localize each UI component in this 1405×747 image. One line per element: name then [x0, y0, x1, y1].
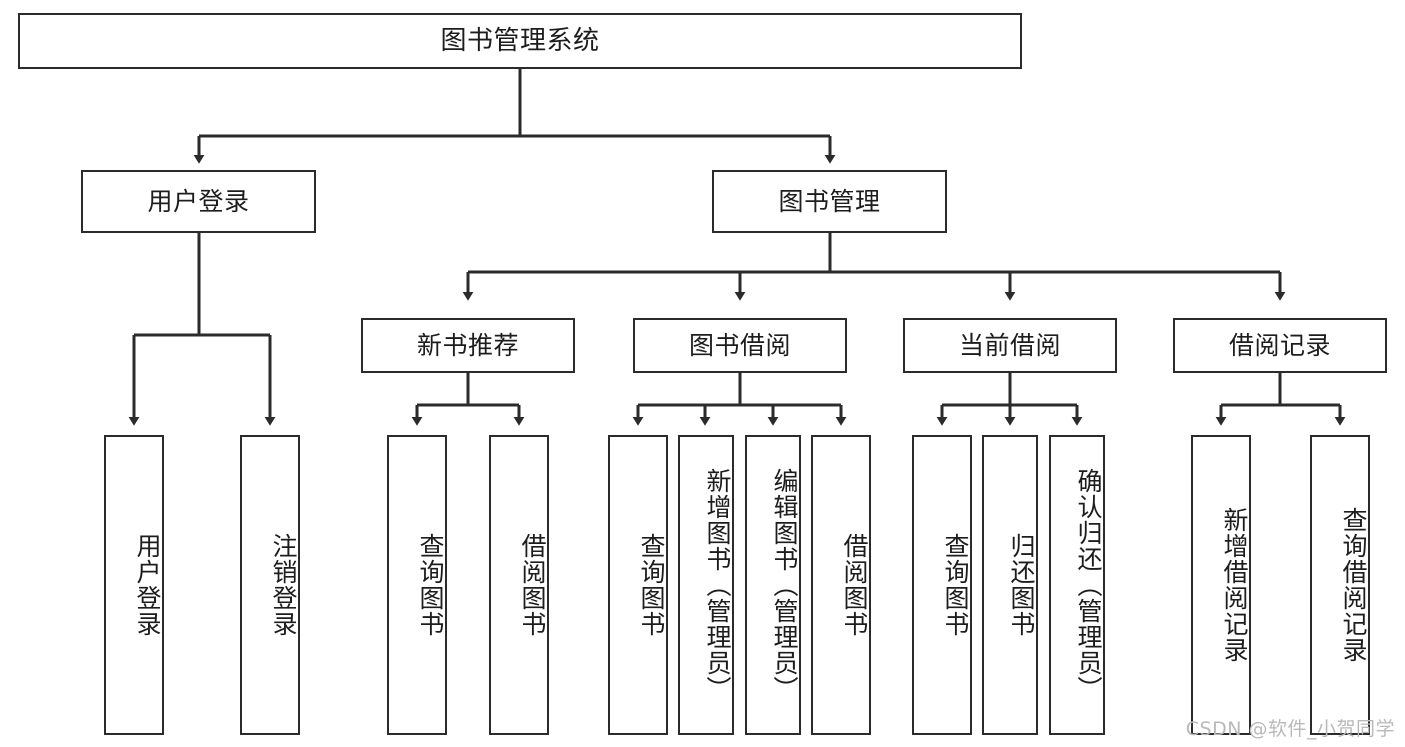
leaf-borrow-book-label: 借阅图书: [840, 533, 869, 637]
leaf-query-book-current[interactable]: 查询图书: [912, 435, 972, 735]
leaf-confirm-return-admin-label: 确认归还（管理员）: [1074, 468, 1103, 702]
node-current-borrow[interactable]: 当前借阅: [903, 318, 1117, 373]
leaf-edit-book-admin-label: 编辑图书（管理员）: [770, 468, 799, 702]
leaf-query-book-recommend-label: 查询图书: [416, 533, 445, 637]
leaf-add-book-admin-label: 新增图书（管理员）: [703, 468, 732, 702]
leaf-query-book-current-label: 查询图书: [941, 533, 970, 637]
leaf-logout-label: 注销登录: [269, 533, 298, 637]
leaf-return-book[interactable]: 归还图书: [982, 435, 1038, 735]
node-book-management[interactable]: 图书管理: [712, 170, 947, 233]
node-new-book-recommend[interactable]: 新书推荐: [361, 318, 575, 373]
node-book-management-label: 图书管理: [778, 186, 881, 216]
leaf-add-book-admin[interactable]: 新增图书（管理员）: [678, 435, 734, 735]
leaf-query-borrow-record-label: 查询借阅记录: [1339, 507, 1368, 663]
leaf-logout[interactable]: 注销登录: [240, 435, 300, 735]
leaf-return-book-label: 归还图书: [1007, 533, 1036, 637]
leaf-query-book-borrow[interactable]: 查询图书: [608, 435, 668, 735]
leaf-add-borrow-record-label: 新增借阅记录: [1220, 507, 1249, 663]
leaf-user-login-label: 用户登录: [133, 533, 162, 637]
leaf-query-borrow-record[interactable]: 查询借阅记录: [1310, 435, 1370, 735]
leaf-query-book-recommend[interactable]: 查询图书: [387, 435, 447, 735]
node-root[interactable]: 图书管理系统: [18, 13, 1022, 69]
csdn-watermark: CSDN @软件_小贺同学: [1185, 718, 1395, 740]
node-book-borrow[interactable]: 图书借阅: [633, 318, 847, 373]
leaf-borrow-book[interactable]: 借阅图书: [811, 435, 871, 735]
leaf-confirm-return-admin[interactable]: 确认归还（管理员）: [1049, 435, 1105, 735]
leaf-borrow-book-recommend[interactable]: 借阅图书: [489, 435, 549, 735]
leaf-edit-book-admin[interactable]: 编辑图书（管理员）: [745, 435, 801, 735]
leaf-add-borrow-record[interactable]: 新增借阅记录: [1191, 435, 1251, 735]
node-new-book-recommend-label: 新书推荐: [416, 330, 519, 360]
node-user-login-label: 用户登录: [147, 186, 250, 216]
node-borrow-records[interactable]: 借阅记录: [1173, 318, 1387, 373]
node-root-label: 图书管理系统: [440, 25, 600, 56]
node-current-borrow-label: 当前借阅: [958, 330, 1061, 360]
leaf-borrow-book-recommend-label: 借阅图书: [518, 533, 547, 637]
leaf-user-login[interactable]: 用户登录: [104, 435, 164, 735]
node-book-borrow-label: 图书借阅: [688, 330, 791, 360]
leaf-query-book-borrow-label: 查询图书: [637, 533, 666, 637]
node-borrow-records-label: 借阅记录: [1228, 330, 1331, 360]
node-user-login[interactable]: 用户登录: [81, 170, 316, 233]
